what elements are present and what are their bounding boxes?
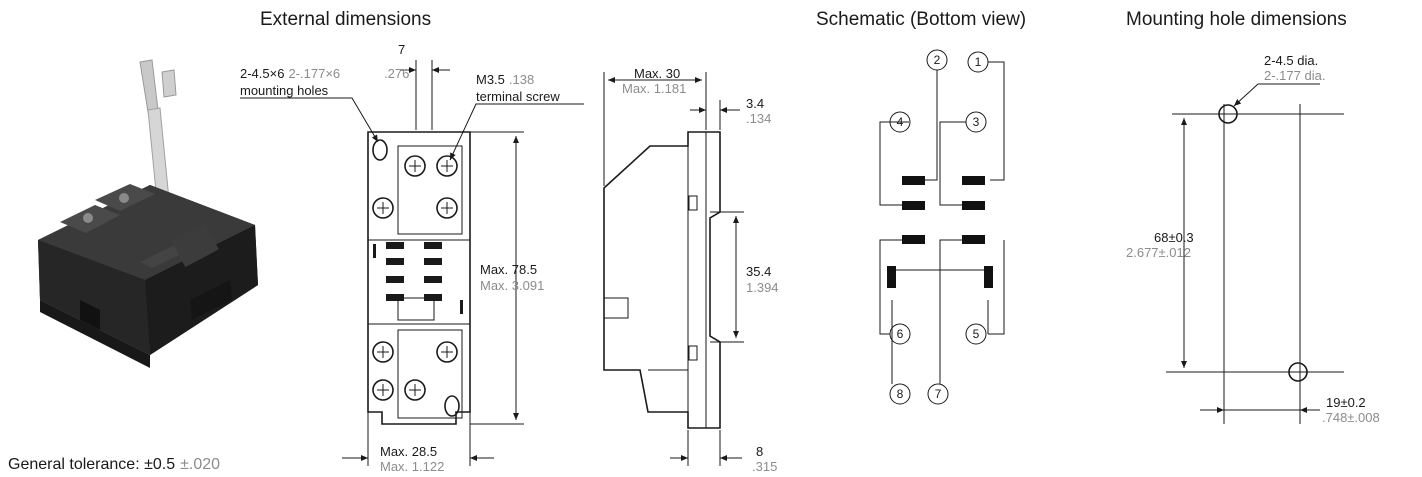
terminal-8	[889, 383, 911, 405]
mounting-hole-diagram: 2-4.5 dia. 2-.177 dia. 68±0.3 2.677±.012…	[1126, 53, 1380, 425]
general-tolerance-note: General tolerance: ±0.5±.020	[8, 456, 220, 473]
dim-top-width-mm: 7	[398, 42, 405, 57]
dim-depth-in: Max. 1.181	[622, 81, 686, 96]
holes-callout-label: mounting holes	[240, 83, 329, 98]
terminal-3-label: 3	[973, 115, 980, 129]
dim-flange-in: .134	[746, 111, 771, 126]
terminal-7	[927, 383, 949, 405]
terminal-1-label: 1	[975, 55, 982, 69]
terminal-5	[965, 323, 987, 345]
mounting-hole-top	[1218, 104, 1238, 124]
dim-height-mm: Max. 78.5	[480, 262, 537, 277]
terminal-7-label: 7	[935, 387, 942, 401]
offset-mm: 19±0.2	[1326, 395, 1366, 410]
dim-flange-mm: 3.4	[746, 96, 764, 111]
heading-external-dimensions: External dimensions	[260, 9, 431, 30]
terminal-5-label: 5	[973, 327, 980, 341]
terminal-8-label: 8	[897, 387, 904, 401]
heading-mounting-hole-dimensions: Mounting hole dimensions	[1126, 9, 1347, 30]
hole-size-in: 2-.177 dia.	[1264, 68, 1325, 83]
screw-callout-mm: M3.5.138	[476, 72, 534, 87]
terminal-4	[889, 111, 911, 133]
pitch-mm: 68±0.3	[1154, 230, 1194, 245]
dim-rail-in: 1.394	[746, 280, 779, 295]
dim-height-in: Max. 3.091	[480, 278, 544, 293]
dim-width-mm: Max. 28.5	[380, 444, 437, 459]
schematic-diagram: 1 2 3 4 5 6 7 8	[879, 49, 1005, 405]
terminal-4-label: 4	[897, 115, 904, 129]
dim-base-in: .315	[752, 459, 777, 474]
terminal-6-label: 6	[897, 327, 904, 341]
terminal-3	[965, 111, 987, 133]
mounting-hole-bottom	[1288, 362, 1308, 382]
terminal-1	[967, 51, 989, 73]
terminal-6	[889, 323, 911, 345]
heading-schematic: Schematic (Bottom view)	[816, 9, 1026, 30]
hole-size-mm: 2-4.5 dia.	[1264, 53, 1318, 68]
terminal-2-label: 2	[934, 53, 941, 67]
product-photo	[38, 59, 258, 368]
offset-in: .748±.008	[1322, 410, 1380, 425]
terminal-2	[926, 49, 948, 71]
dim-top-width-in: .276	[384, 66, 409, 81]
dim-depth-mm: Max. 30	[634, 66, 680, 81]
dim-rail-mm: 35.4	[746, 264, 771, 279]
pitch-in: 2.677±.012	[1126, 245, 1191, 260]
side-view: Max. 30 Max. 1.181 3.4 .134 35.4 1.394 8…	[603, 66, 779, 474]
screw-callout-label: terminal screw	[476, 89, 560, 104]
dim-base-mm: 8	[756, 444, 763, 459]
dim-width-in: Max. 1.122	[380, 459, 444, 474]
